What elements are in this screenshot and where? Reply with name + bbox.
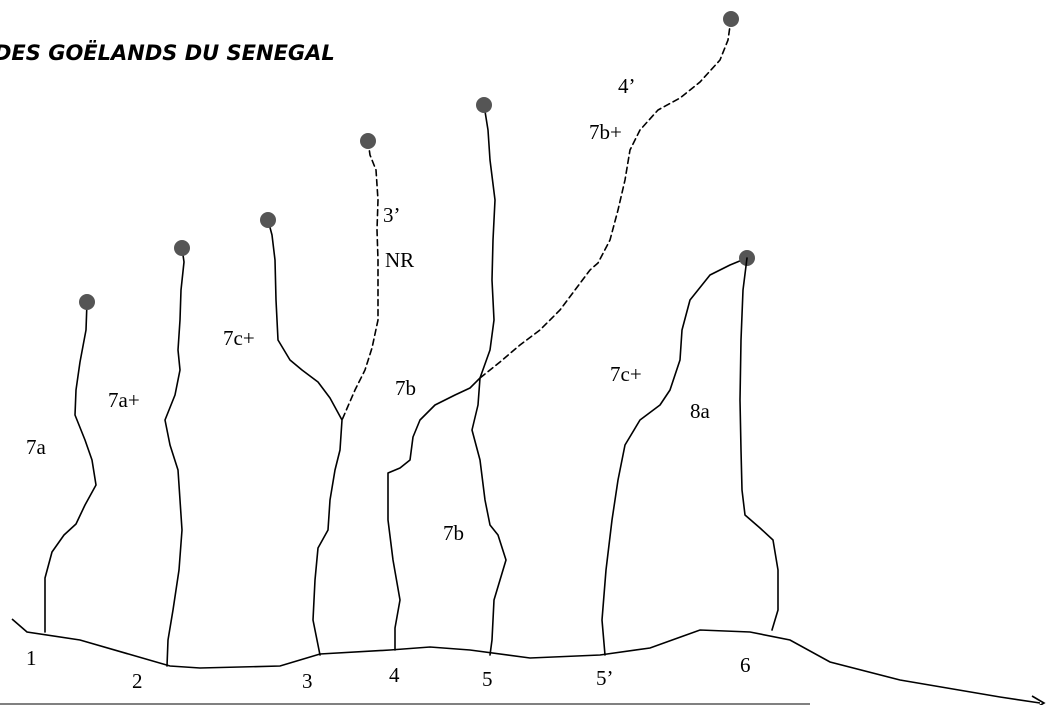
- route-4-project-label: 4’: [618, 74, 636, 98]
- route-3-grade: 7c+: [223, 326, 255, 350]
- route-3-anchor: [260, 212, 276, 228]
- route-1-anchor: [79, 294, 95, 310]
- route-4-project-line: [479, 18, 732, 379]
- route-5-grade: 7b: [443, 521, 464, 545]
- route-2-anchor: [174, 240, 190, 256]
- route-5-anchor: [476, 97, 492, 113]
- route-3-project-status: NR: [385, 248, 414, 272]
- arrow-icon: [1031, 695, 1046, 705]
- route-number: 1: [26, 646, 37, 670]
- route-6-line: [739, 257, 779, 631]
- route-number: 5: [482, 667, 493, 691]
- route-3-line: [267, 219, 343, 656]
- route-2-line: [164, 247, 185, 667]
- route-4-project-anchor: [723, 11, 739, 27]
- route-3-project-anchor: [360, 133, 376, 149]
- route-5p-grade: 7c+: [610, 362, 642, 386]
- route-number: 2: [132, 669, 143, 693]
- route-2-grade: 7a+: [108, 388, 140, 412]
- route-number: 5’: [596, 666, 614, 690]
- route-number: 4: [389, 663, 400, 687]
- route-number: 3: [302, 669, 313, 693]
- route-3-project-label: 3’: [383, 203, 401, 227]
- route-5p-line: [601, 257, 748, 656]
- ground-line: [11, 618, 1041, 704]
- route-3-project-line: [341, 140, 379, 421]
- route-1-grade: 7a: [26, 435, 47, 459]
- route-4-line: [387, 377, 481, 651]
- route-5-line: [471, 104, 507, 656]
- route-4-grade: 7b: [395, 376, 416, 400]
- route-4-project-grade: 7b+: [589, 120, 622, 144]
- route-6-grade: 8a: [690, 399, 711, 423]
- crag-title: DES GOËLANDS DU SENEGAL: [0, 40, 335, 65]
- route-number: 6: [740, 653, 751, 677]
- route-1-line: [44, 301, 97, 633]
